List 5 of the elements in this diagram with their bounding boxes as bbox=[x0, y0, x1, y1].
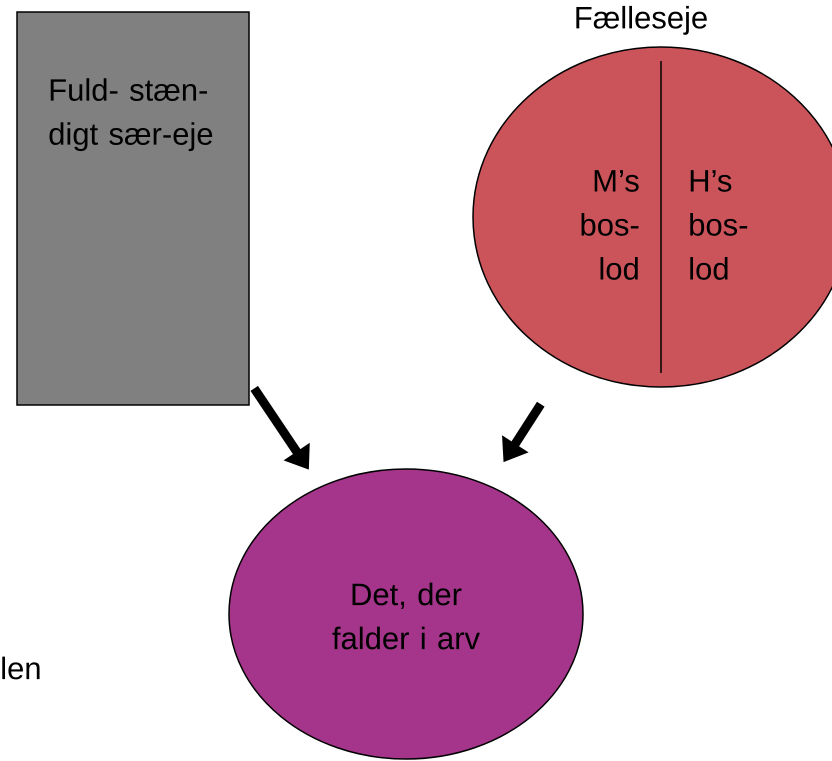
segment-label: M’s bos- lod bbox=[582, 170, 639, 280]
text-box: Fuld- stæn- digt sær-eje bbox=[16, 11, 250, 406]
segment-label: H’s bos- lod bbox=[690, 170, 748, 280]
node-label: Fælleseje bbox=[576, 6, 707, 35]
text-fragment: len bbox=[2, 656, 40, 680]
